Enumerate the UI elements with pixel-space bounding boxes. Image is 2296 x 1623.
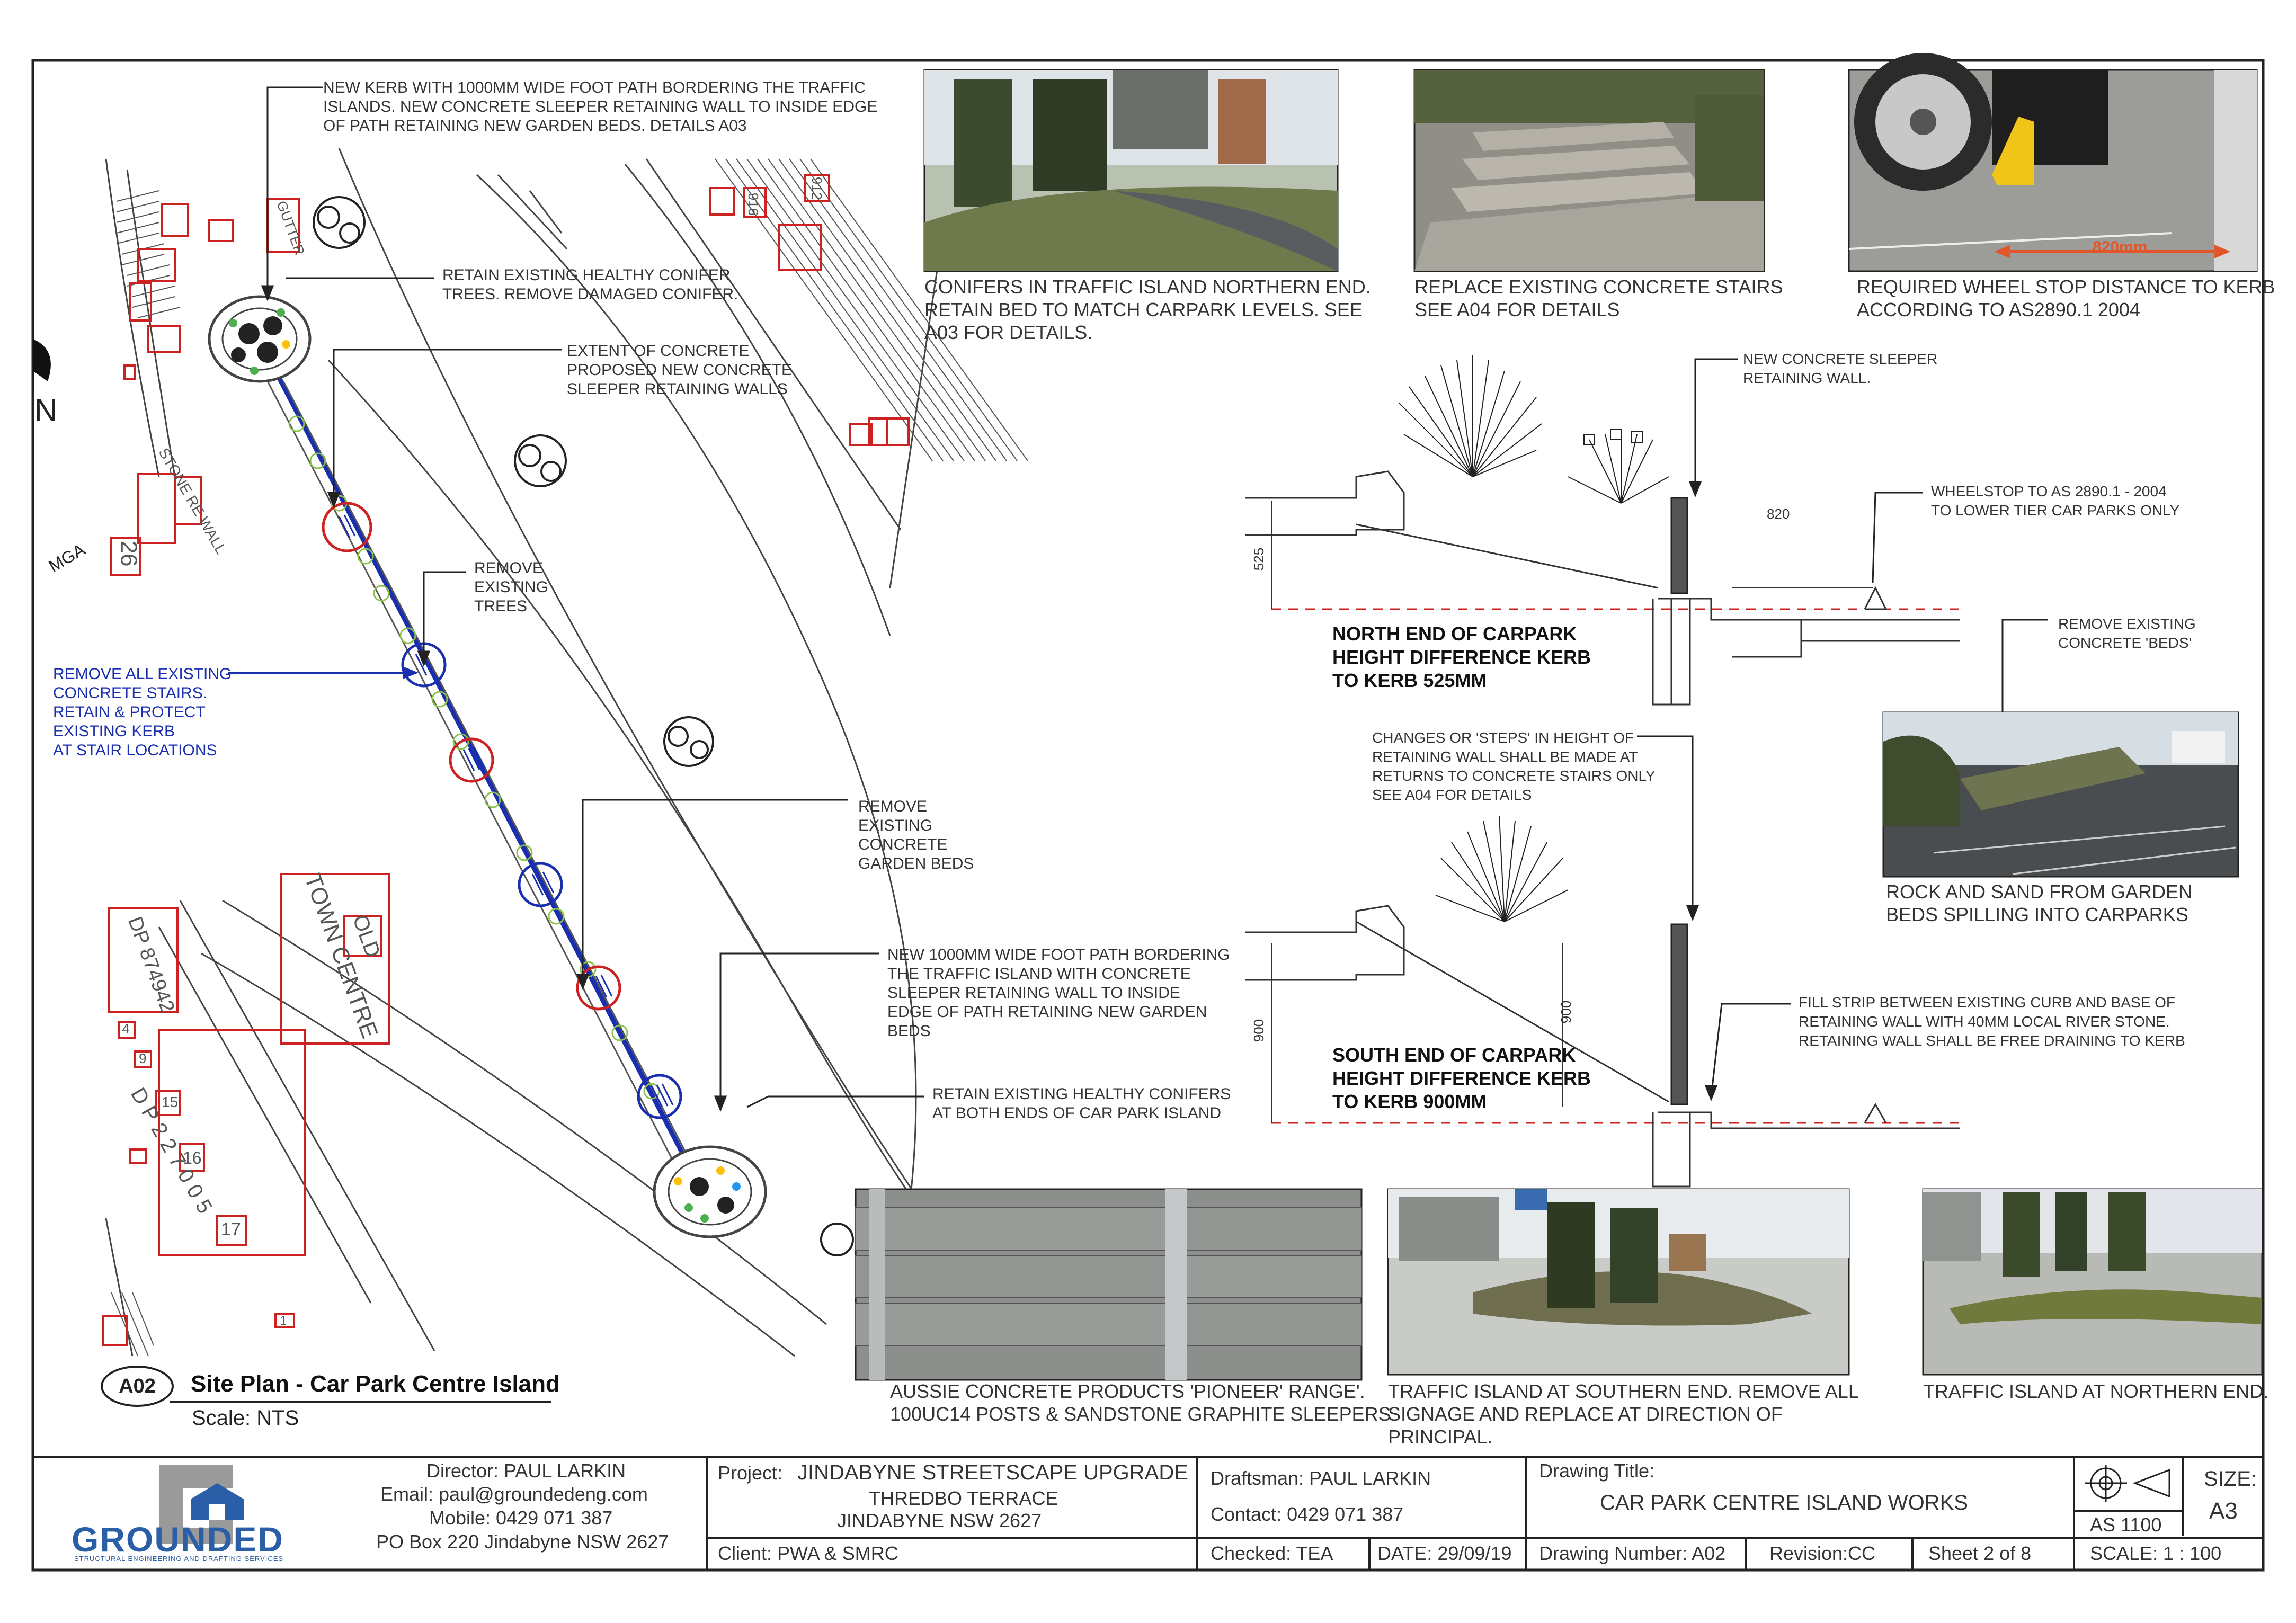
project-name: JINDABYNE STREETSCAPE UPGRADE — [797, 1461, 1188, 1484]
note-wheelstop: WHEELSTOP TO AS 2890.1 - 2004 TO LOWER T… — [1931, 483, 2180, 519]
photo-wheelstop — [1848, 53, 2258, 272]
map-label-lot-26: 26 — [115, 540, 142, 567]
site-plan-scale: Scale: NTS — [192, 1406, 299, 1430]
caption-conifers-north: CONIFERS IN TRAFFIC ISLAND NORTHERN END.… — [924, 276, 1371, 343]
north-arrow — [33, 339, 51, 381]
photo-southern-island — [1387, 1188, 1850, 1376]
south-section-linework — [1245, 905, 1960, 1188]
size-value: A3 — [2209, 1498, 2238, 1524]
hatched-stairs-upper — [715, 158, 1028, 461]
project-label: Project: — [718, 1462, 783, 1484]
project-street: THREDBO TERRACE — [869, 1487, 1058, 1509]
note-extent-concrete: EXTENT OF CONCRETE PROPOSED NEW CONCRETE… — [567, 342, 793, 398]
map-label-lot-15: 15 — [162, 1094, 179, 1110]
sheet-border — [31, 59, 2265, 1572]
photo-aussie-wall — [855, 1188, 1363, 1381]
site-plan-title: Site Plan - Car Park Centre Island — [191, 1371, 560, 1397]
note-remove-stairs: REMOVE ALL EXISTING CONCRETE STAIRS. RET… — [53, 665, 232, 759]
caption-northern-island: TRAFFIC ISLAND AT NORTHERN END. — [1923, 1380, 2269, 1402]
project-town: JINDABYNE NSW 2627 — [837, 1510, 1042, 1531]
note-new-sleeper-wall: NEW CONCRETE SLEEPER RETAINING WALL. — [1743, 351, 1938, 386]
checked: Checked: TEA — [1211, 1542, 1333, 1564]
title-block-grid — [33, 1456, 2263, 1570]
garden-bed-plants — [288, 415, 660, 1100]
email: Email: paul@groundedeng.com — [380, 1483, 648, 1505]
po-box: PO Box 220 Jindabyne NSW 2627 — [376, 1531, 669, 1553]
caption-aussie: AUSSIE CONCRETE PRODUCTS 'PIONEER' RANGE… — [890, 1380, 1391, 1425]
map-label-lot-1: 1 — [280, 1314, 287, 1328]
projection-symbol-icon — [2085, 1465, 2170, 1502]
note-remove-trees: REMOVE EXISTING TREES — [474, 559, 549, 615]
caption-wheelstop: REQUIRED WHEEL STOP DISTANCE TO KERB ACC… — [1857, 276, 2275, 320]
note-remove-concrete-beds: REMOVE EXISTING CONCRETE 'BEDS' — [2058, 616, 2196, 651]
map-label-lot-9: 9 — [139, 1050, 147, 1066]
map-label-lot-17: 17 — [221, 1219, 241, 1239]
map-label-lot-916: 916 — [745, 192, 762, 216]
revision: Revision:CC — [1769, 1542, 1876, 1564]
note-changes-steps: CHANGES OR 'STEPS' IN HEIGHT OF RETAININ… — [1372, 729, 1656, 803]
mobile: Mobile: 0429 071 387 — [429, 1507, 613, 1529]
projection-standard: AS 1100 — [2090, 1514, 2162, 1536]
section-leaders — [1637, 358, 2048, 1102]
sheet-ref: A02 — [119, 1375, 156, 1397]
north-island-bed — [208, 295, 312, 383]
island-wall — [264, 369, 698, 1174]
hatched-stairs-left — [111, 190, 181, 1357]
north-section-linework — [1245, 470, 1960, 706]
date: DATE: 29/09/19 — [1377, 1542, 1512, 1564]
director: Director: PAUL LARKIN — [426, 1460, 626, 1482]
caption-rock-sand: ROCK AND SAND FROM GARDEN BEDS SPILLING … — [1886, 881, 2193, 925]
tree-symbols — [313, 196, 854, 1256]
site-plan-title-underline — [170, 1401, 551, 1403]
south-section-plants — [1435, 815, 1569, 922]
photo-northern-island — [1922, 1188, 2263, 1376]
photo-rock-sand — [1882, 711, 2239, 878]
photo-stairs — [1413, 69, 1765, 272]
remove-stairs-arrowhead — [403, 666, 419, 679]
map-label-lot-4: 4 — [122, 1021, 130, 1037]
north-section-plants — [1398, 355, 1669, 504]
stair-hatch — [338, 513, 674, 1108]
south-island-bed — [653, 1145, 767, 1238]
caption-southern-island: TRAFFIC ISLAND AT SOUTHERN END. REMOVE A… — [1388, 1380, 1859, 1448]
north-section-title: NORTH END OF CARPARK HEIGHT DIFFERENCE K… — [1332, 623, 1591, 691]
map-label-n: N — [34, 393, 58, 428]
company-tagline: STRUCTURAL ENGINEERING AND DRAFTING SERV… — [74, 1555, 284, 1563]
photo-conifers-north — [923, 69, 1339, 272]
wheelstop-dimension: 820mm — [2093, 238, 2148, 256]
note-remove-beds: REMOVE EXISTING CONCRETE GARDEN BEDS — [858, 798, 974, 872]
note-retain-conifer: RETAIN EXISTING HEALTHY CONIFER TREES. R… — [442, 266, 738, 303]
note-new-kerb: NEW KERB WITH 1000mm WIDE FOOT PATH BORD… — [323, 79, 878, 135]
south-section-title: SOUTH END OF CARPARK HEIGHT DIFFERENCE K… — [1332, 1044, 1591, 1112]
grounded-logo — [159, 1465, 244, 1544]
drawing-number: Drawing Number: A02 — [1539, 1542, 1726, 1564]
drawing-title: CAR PARK CENTRE ISLAND WORKS — [1600, 1491, 1968, 1514]
caption-stairs: REPLACE EXISTING CONCRETE STAIRS SEE A04… — [1414, 276, 1783, 320]
dim-900-mid: 900 — [1558, 1000, 1574, 1024]
draftsman: Draftsman: PAUL LARKIN — [1211, 1467, 1431, 1489]
dim-525: 525 — [1251, 547, 1267, 571]
note-retain-conifers-both: RETAIN EXISTING HEALTHY CONIFERS AT BOTH… — [932, 1085, 1231, 1122]
site-plan-leaders — [261, 86, 924, 1112]
company-name: GROUNDED — [72, 1520, 284, 1559]
drawing-title-label: Drawing Title: — [1539, 1460, 1655, 1482]
dim-900-left: 900 — [1251, 1019, 1267, 1042]
dim-820: 820 — [1767, 506, 1790, 522]
sheet-number: Sheet 2 of 8 — [1928, 1542, 2032, 1564]
sheet-ref-badge: A02 — [101, 1366, 174, 1407]
map-label-lot-912: 912 — [809, 176, 825, 200]
scale: SCALE: 1 : 100 — [2090, 1542, 2222, 1564]
contact: Contact: 0429 071 387 — [1211, 1503, 1404, 1525]
map-label-lot-16: 16 — [183, 1148, 202, 1167]
note-new-footpath: NEW 1000mm WIDE FOOT PATH BORDERING THE … — [887, 946, 1230, 1040]
size-label: SIZE: — [2204, 1467, 2257, 1491]
client: Client: PWA & SMRC — [718, 1542, 898, 1564]
note-fill-strip: FILL STRIP BETWEEN EXISTING CURB AND BAS… — [1799, 994, 2185, 1049]
